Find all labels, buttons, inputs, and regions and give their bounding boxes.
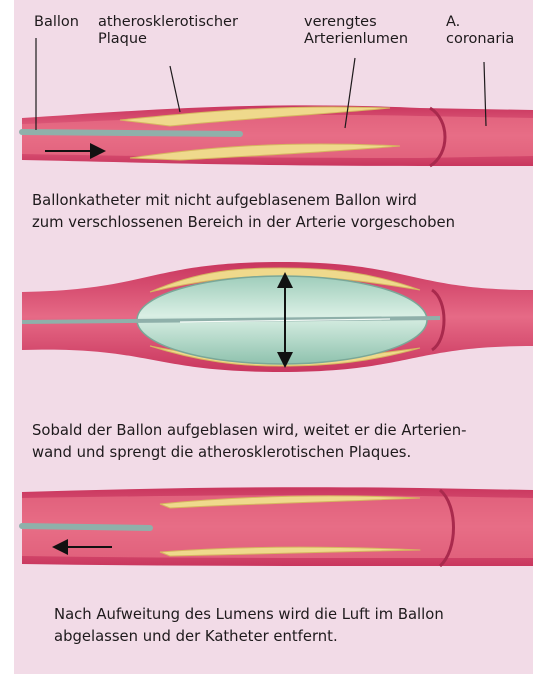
catheter-panel-3 bbox=[22, 526, 150, 528]
label-plaque: atherosklerotischer Plaque bbox=[98, 14, 238, 48]
label-narrowed-lumen: verengtes Arterienlumen bbox=[304, 14, 408, 48]
caption-step-2: Sobald der Ballon aufgeblasen wird, weit… bbox=[32, 420, 466, 464]
label-artery: A. coronaria bbox=[446, 14, 514, 48]
panel-3-artery bbox=[22, 487, 533, 566]
panel-2-artery bbox=[22, 262, 533, 372]
label-balloon: Ballon bbox=[34, 14, 79, 31]
panel-1-artery bbox=[22, 105, 533, 166]
caption-step-1: Ballonkatheter mit nicht aufgeblasenem B… bbox=[32, 190, 455, 234]
catheter-panel-1 bbox=[22, 132, 240, 134]
caption-step-3: Nach Aufweitung des Lumens wird die Luft… bbox=[54, 604, 444, 648]
